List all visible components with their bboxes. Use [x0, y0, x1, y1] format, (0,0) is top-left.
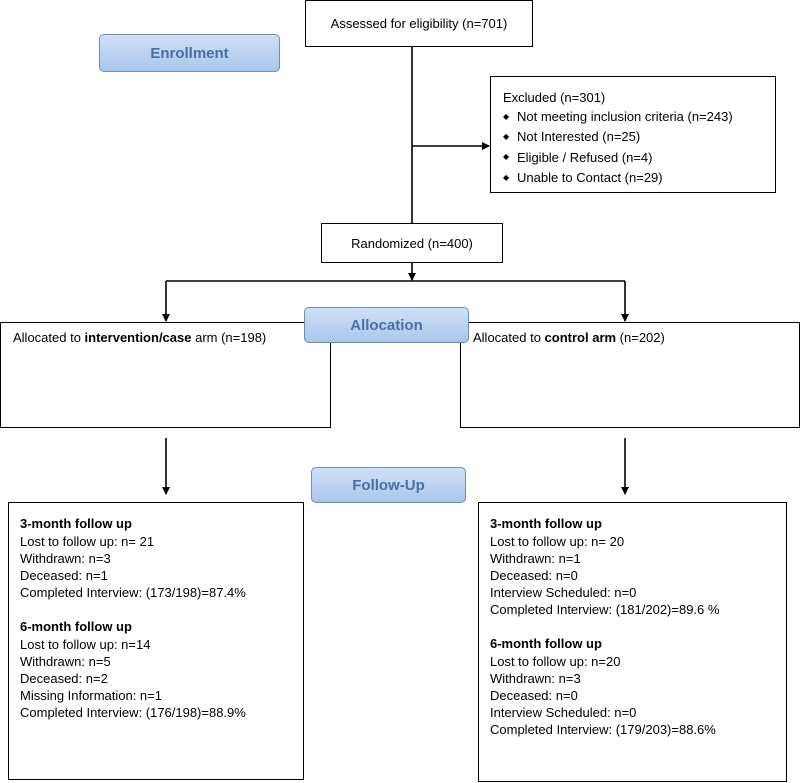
right-6month-line: Lost to follow up: n=20	[490, 654, 621, 669]
bullet-icon: ◆	[503, 172, 510, 182]
stage-enrollment-label: Enrollment	[150, 44, 229, 62]
right-6month-line: Deceased: n=0	[490, 688, 578, 703]
followup-right-box: 3-month follow up Lost to follow up: n= …	[478, 502, 787, 782]
left-3month-title: 3-month follow up	[20, 516, 132, 531]
control-arm-label: Allocated to control arm (n=202)	[473, 330, 665, 345]
assessed-box: Assessed for eligibility (n=701)	[305, 0, 533, 47]
bullet-icon: ◆	[503, 132, 510, 142]
right-3month-line: Interview Scheduled: n=0	[490, 585, 637, 600]
left-6month-line: Deceased: n=2	[20, 671, 108, 686]
intervention-arm-box: Allocated to intervention/case arm (n=19…	[0, 322, 331, 428]
left-3month-line: Lost to follow up: n= 21	[20, 534, 155, 549]
left-6month-line: Lost to follow up: n=14	[20, 637, 151, 652]
left-6month-line: Completed Interview: (176/198)=88.9%	[20, 705, 246, 720]
left-3month-line: Deceased: n=1	[20, 568, 108, 583]
right-3month-line: Lost to follow up: n= 20	[490, 534, 625, 549]
followup-left-box: 3-month follow up Lost to follow up: n= …	[8, 502, 304, 780]
right-3month-line: Withdrawn: n=1	[490, 551, 581, 566]
assessed-label: Assessed for eligibility (n=701)	[330, 16, 508, 31]
bullet-icon: ◆	[503, 152, 510, 162]
right-3month-line: Completed Interview: (181/202)=89.6 %	[490, 602, 720, 617]
excluded-list: ◆Not meeting inclusion criteria (n=243) …	[503, 107, 775, 188]
stage-enrollment: Enrollment	[99, 34, 280, 72]
bullet-icon: ◆	[503, 111, 510, 121]
stage-followup-label: Follow-Up	[352, 476, 425, 494]
excluded-item: ◆Eligible / Refused (n=4)	[503, 148, 775, 168]
excluded-box: Excluded (n=301) ◆Not meeting inclusion …	[490, 76, 776, 193]
excluded-item: ◆Not meeting inclusion criteria (n=243)	[503, 107, 775, 127]
stage-allocation: Allocation	[304, 307, 469, 343]
excluded-title: Excluded (n=301)	[503, 90, 606, 105]
excluded-item: ◆Not Interested (n=25)	[503, 127, 775, 147]
right-6month-line: Completed Interview: (179/203)=88.6%	[490, 722, 716, 737]
left-3month-line: Completed Interview: (173/198)=87.4%	[20, 585, 246, 600]
right-6month-line: Withdrawn: n=3	[490, 671, 581, 686]
left-6month-line: Missing Information: n=1	[20, 688, 162, 703]
excluded-item: ◆Unable to Contact (n=29)	[503, 168, 775, 188]
right-3month-title: 3-month follow up	[490, 516, 602, 531]
randomized-box: Randomized (n=400)	[321, 223, 503, 263]
right-6month-line: Interview Scheduled: n=0	[490, 705, 637, 720]
control-arm-box: Allocated to control arm (n=202)	[460, 322, 800, 428]
left-3month-line: Withdrawn: n=3	[20, 551, 111, 566]
stage-allocation-label: Allocation	[350, 316, 423, 334]
intervention-arm-label: Allocated to intervention/case arm (n=19…	[13, 330, 267, 345]
right-6month-title: 6-month follow up	[490, 636, 602, 651]
right-3month-line: Deceased: n=0	[490, 568, 578, 583]
left-6month-line: Withdrawn: n=5	[20, 654, 111, 669]
left-6month-title: 6-month follow up	[20, 619, 132, 634]
randomized-label: Randomized (n=400)	[351, 235, 473, 251]
stage-followup: Follow-Up	[311, 467, 466, 503]
